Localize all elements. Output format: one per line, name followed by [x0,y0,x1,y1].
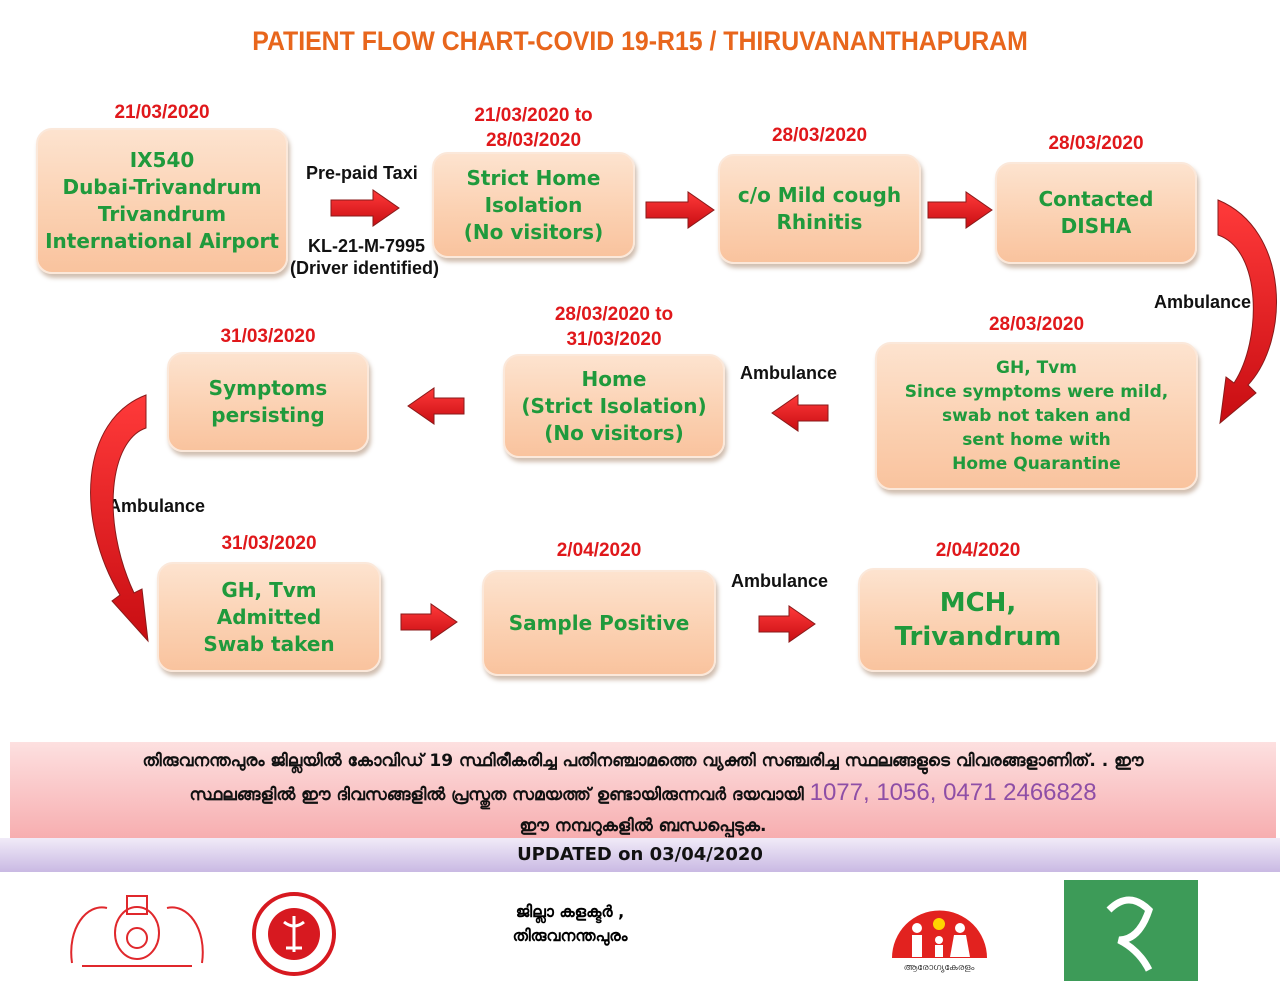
step-text: DISHA [1060,214,1132,238]
notice-banner: തിരുവനന്തപുരം ജില്ലയിൽ കോവിഡ് 19 സ്ഥിരീക… [10,742,1276,838]
notice-line3: ഈ നമ്പറുകളിൽ ബന്ധപ്പെടുക. [519,816,767,836]
flow-step-box: Symptoms persisting [167,352,369,452]
left-arrow-icon [407,387,465,425]
step-text: Rhinitis [776,210,863,234]
right-arrow-icon [400,603,458,641]
updated-banner: UPDATED on 03/04/2020 [0,838,1280,872]
step-date: 28/03/2020 [771,125,868,146]
plate-label: KL-21-M-7995 [308,236,426,256]
step-text: Home [581,366,647,391]
step-text: Admitted [216,604,322,629]
step-text: MCH, [939,588,1017,618]
dhs-kerala-logo [252,892,336,976]
flow-step-box: MCH, Trivandrum [858,568,1098,672]
step-text: (No visitors) [544,420,684,445]
step-text: Sample Positive [508,610,690,635]
step-text: Swab taken [203,631,335,656]
arrows-layer [90,189,1277,643]
right-arrow-icon [927,191,993,229]
step-text: Dubai-Trivandrum [62,175,262,199]
step-text: Isolation [484,192,583,217]
taxi-label: Pre-paid Taxi [306,163,418,183]
right-arrow-icon [645,191,715,229]
step-text: swab not taken and [942,406,1131,426]
step-text: (Strict Isolation) [521,393,707,418]
flow-step-box: Sample Positive [482,570,716,676]
step-text: sent home with [962,430,1111,450]
step-text: International Airport [45,229,279,253]
step-text: Strict Home [466,165,601,190]
step-text: Trivandrum [894,622,1062,652]
right-arrow-icon [758,605,816,643]
helpline-numbers: 1077, 1056, 0471 2466828 [809,779,1097,806]
left-arrow-icon [771,394,829,432]
ambulance-label: Ambulance [108,496,206,516]
step-date: 28/03/2020 [1048,133,1144,154]
step-text: GH, Tvm [221,577,317,602]
step-date: 31/03/2020 [220,326,316,347]
flow-step-box: Home(Strict Isolation)(No visitors) [503,354,725,458]
right-arrow-icon [330,189,400,227]
step-text: Trivandrum [97,202,227,226]
step-text: IX540 [129,148,195,172]
step-text: (No visitors) [463,219,604,244]
notice-line2: സ്ഥലങ്ങളിൽ ഈ ദിവസങ്ങളിൽ പ്രസ്തുത സമയത്ത്… [189,785,804,805]
step-text: GH, Tvm [996,358,1077,378]
step-date: 2/04/2020 [556,540,642,561]
district-collector-label: ജില്ലാ കളക്ടർ ,തിരുവനന്തപുരം [512,902,628,945]
step-date: 28/03/2020 [988,314,1085,335]
nhm-logo: ആരോഗ്യകേരളം [892,910,987,973]
curved-arrow-icon [1217,199,1277,425]
jagratha-logo [1064,880,1198,981]
ambulance-label: Ambulance [1154,292,1252,312]
ambulance-label: Ambulance [731,571,829,591]
ambulance-label: Ambulance [740,363,838,383]
kerala-emblem-logo [70,895,204,967]
step-text: Symptoms [208,376,328,400]
step-date: 2/04/2020 [935,540,1021,561]
step-text: persisting [211,403,325,427]
curved-arrow-icon [90,394,149,643]
step-text: Home Quarantine [952,454,1121,474]
step-text: c/o Mild cough [737,183,902,207]
chart-title: PATIENT FLOW CHART-COVID 19-R15 / THIRUV… [252,26,1028,56]
step-text: Contacted [1038,187,1154,211]
step-date: 21/03/2020 [114,102,210,123]
step-date: 31/03/2020 [221,533,317,554]
nhm-subtitle: ആരോഗ്യകേരളം [904,963,975,973]
step-text: Since symptoms were mild, [904,382,1169,402]
notice-line1: തിരുവനന്തപുരം ജില്ലയിൽ കോവിഡ് 19 സ്ഥിരീക… [142,751,1144,771]
driver-label: (Driver identified) [290,258,440,278]
